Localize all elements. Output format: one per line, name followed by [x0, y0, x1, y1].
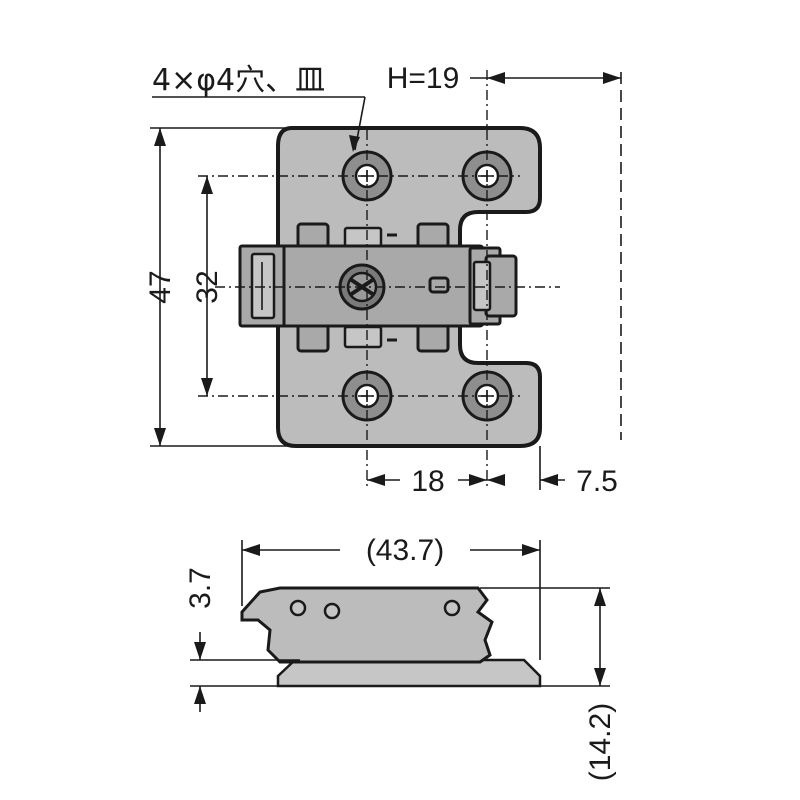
- hole-note-label: 4×φ4穴、皿: [152, 63, 325, 98]
- dimension-14-2: (14.2): [584, 588, 617, 781]
- base-plate: [276, 658, 542, 688]
- dimension-label: 47: [144, 270, 177, 303]
- dimension-label: 7.5: [576, 465, 618, 498]
- center-lines: [198, 70, 560, 490]
- dimension-label: 32: [191, 270, 224, 303]
- side-extension-lines: [190, 540, 610, 687]
- extension-lines: [150, 72, 622, 490]
- dimension-label: 3.7: [184, 567, 217, 609]
- hole-note: 4×φ4穴、皿: [152, 63, 366, 152]
- plan-view: 47 32 18 7.5: [144, 62, 622, 498]
- dimension-7-5: 7.5: [487, 465, 618, 498]
- dimension-32: 32: [191, 176, 224, 396]
- dimension-label: (43.7): [366, 534, 444, 567]
- dimension-3-7: 3.7: [184, 567, 217, 712]
- side-hole-icon: [443, 599, 461, 617]
- side-hole-icon: [323, 602, 341, 620]
- carriage: [238, 222, 518, 353]
- height-label: H=19: [387, 62, 460, 95]
- side-body: [240, 586, 494, 664]
- dimension-43-7: (43.7): [242, 534, 540, 567]
- side-hole-icon: [289, 599, 307, 617]
- dimension-label: 18: [411, 465, 444, 498]
- dimension-18: 18: [367, 465, 487, 498]
- dimension-47: 47: [144, 128, 177, 446]
- side-view: (43.7) 3.7 (14.2): [184, 534, 617, 781]
- dimension-label: (14.2): [584, 703, 617, 781]
- dimension-h19: H=19: [387, 62, 621, 95]
